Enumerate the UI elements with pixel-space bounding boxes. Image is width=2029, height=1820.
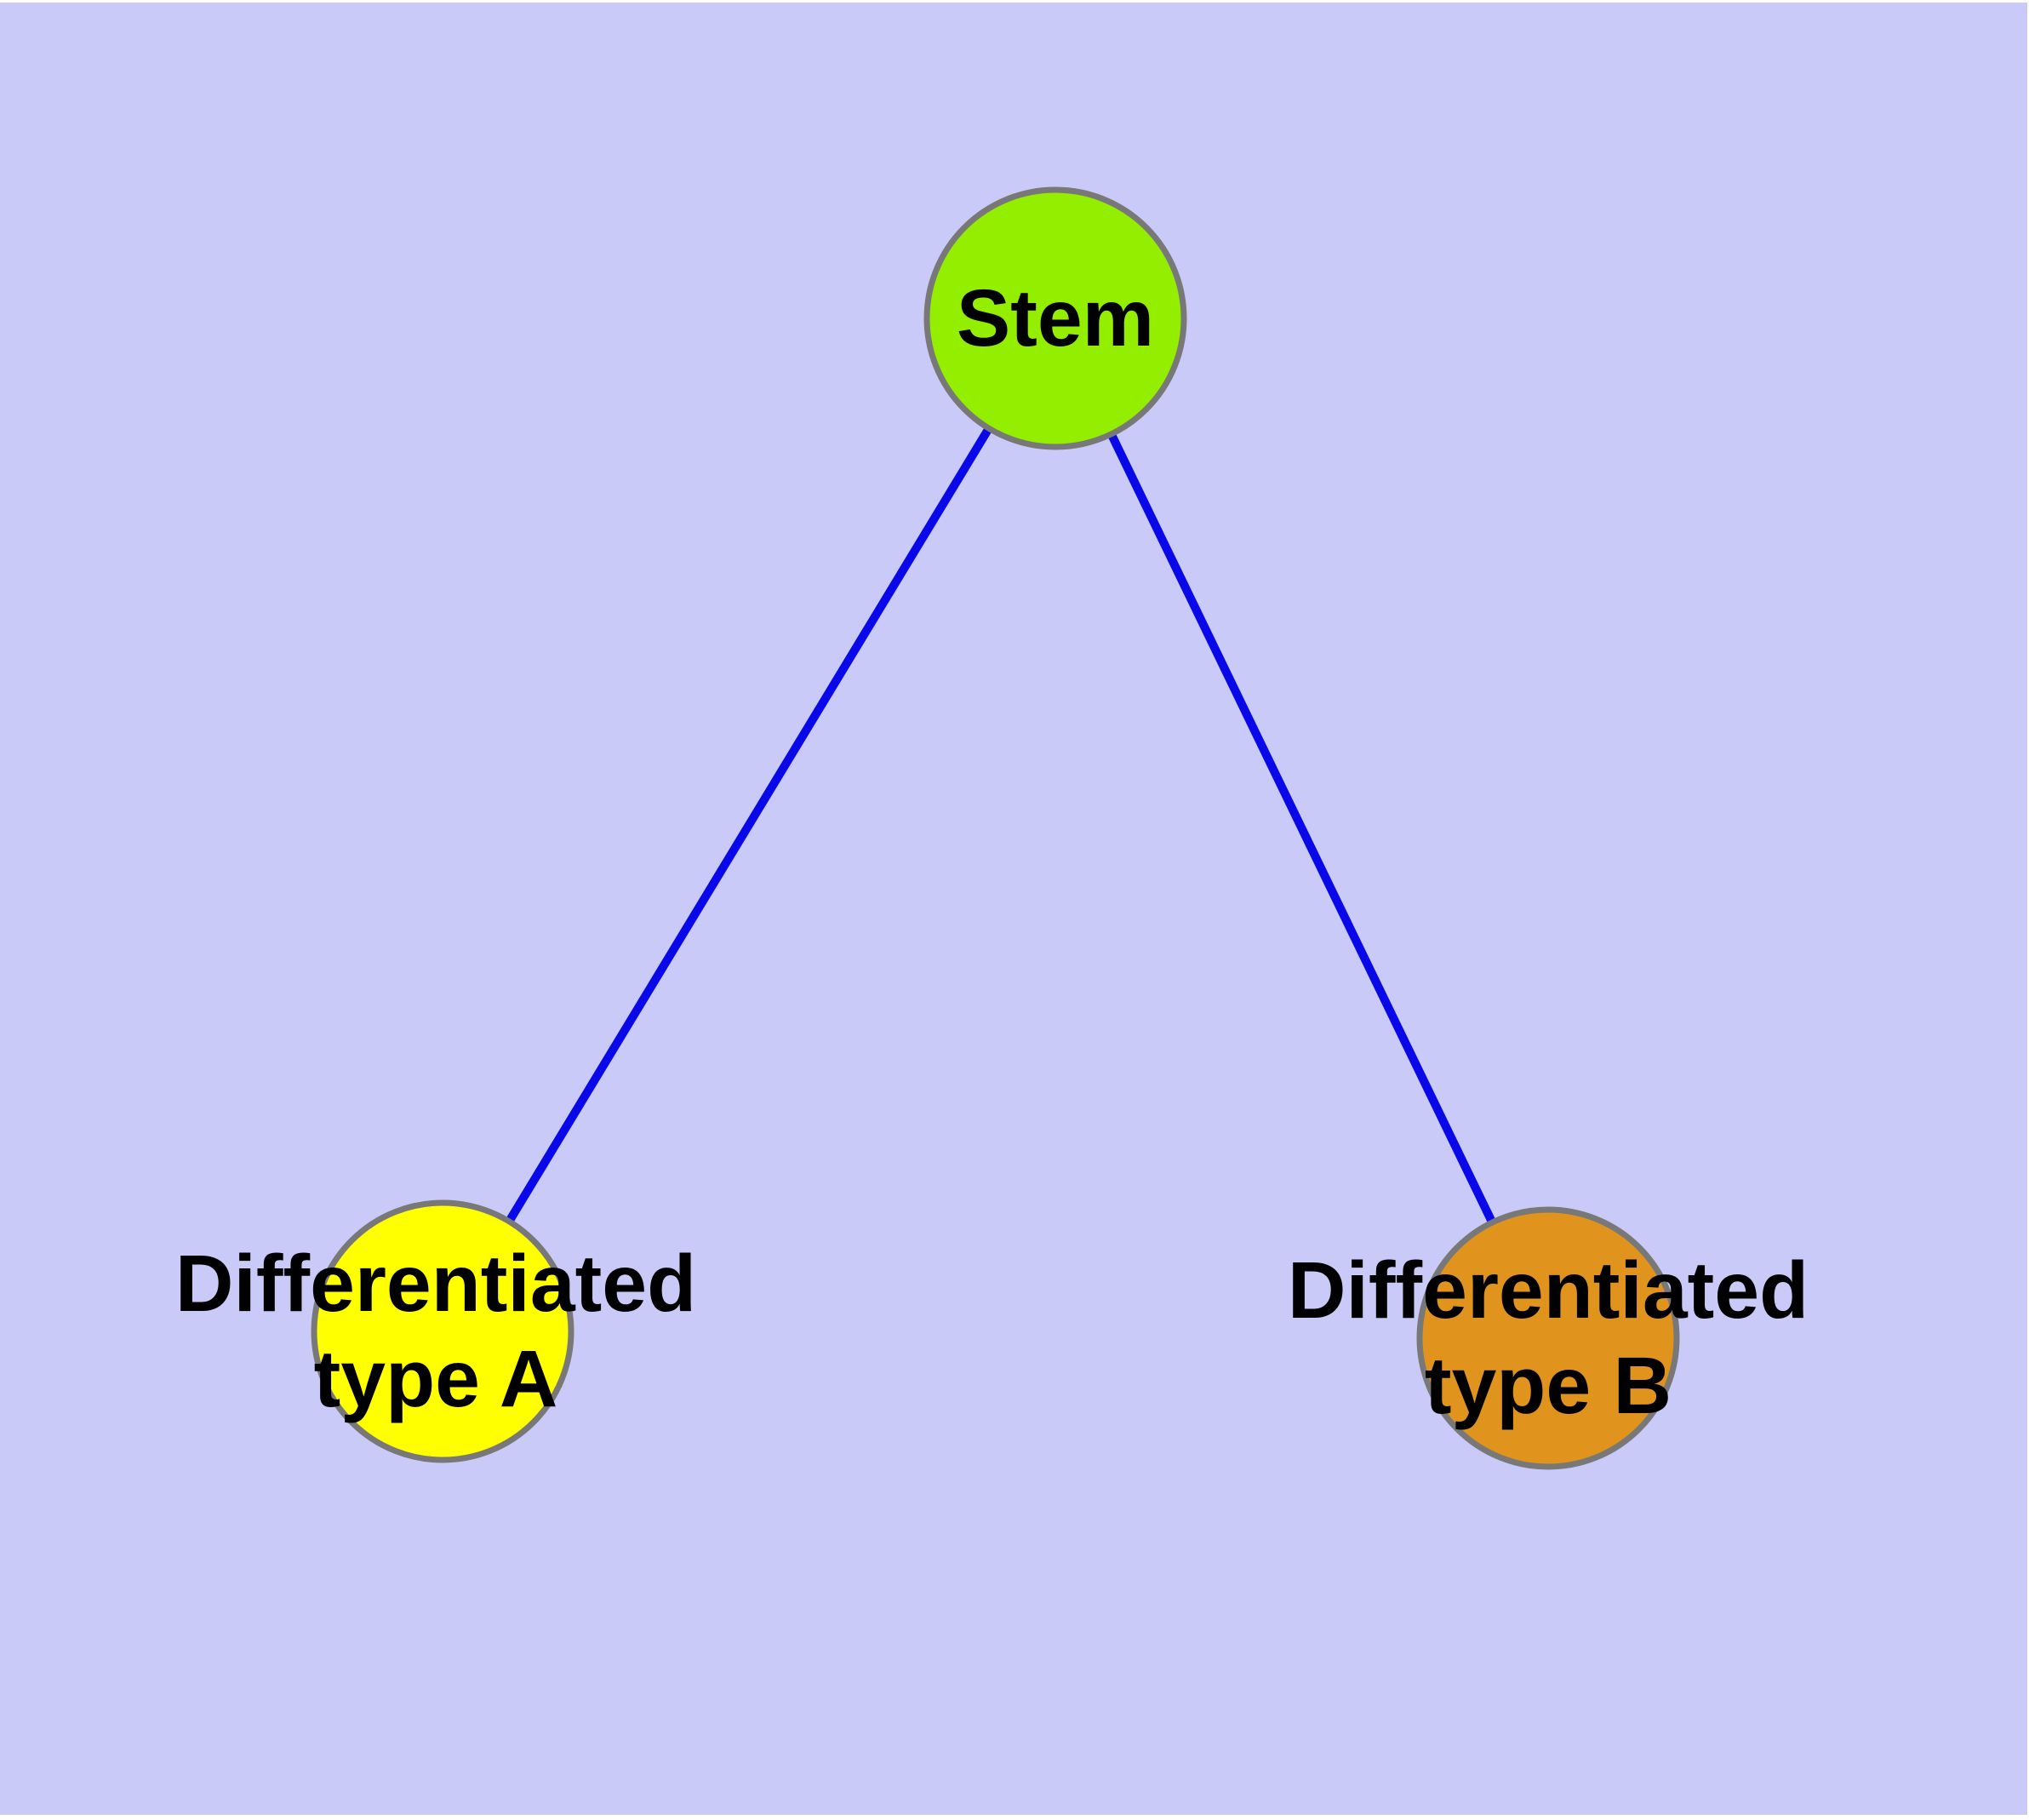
edge-stem-to-typeA bbox=[438, 316, 1060, 1334]
edge-stem-to-typeB bbox=[1051, 316, 1552, 1341]
node-typeB-circle bbox=[1416, 1206, 1680, 1470]
node-typeA-circle bbox=[311, 1199, 574, 1463]
node-stem-circle bbox=[923, 186, 1187, 450]
